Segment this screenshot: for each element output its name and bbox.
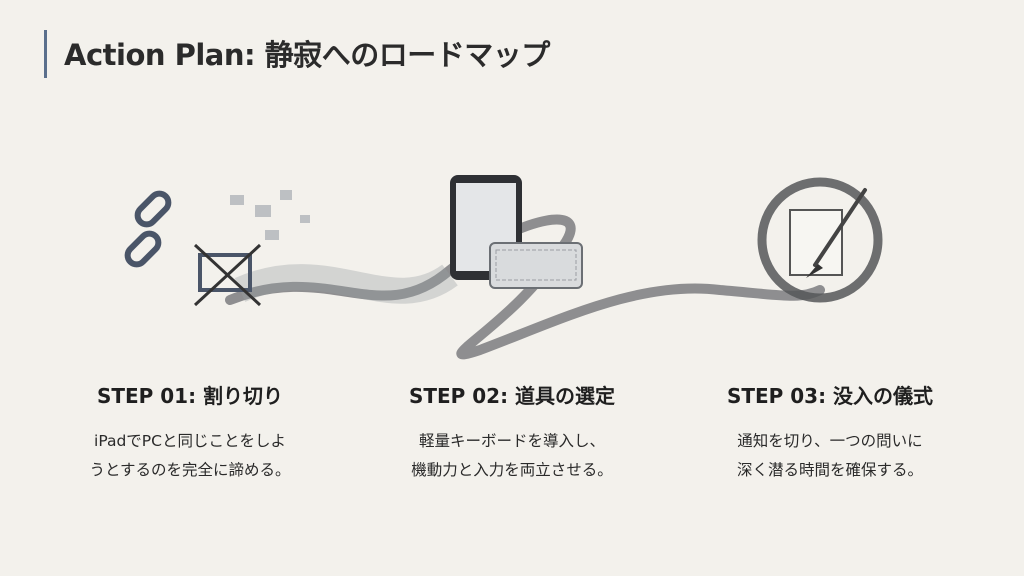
step-03: STEP 03: 没入の儀式 通知を切り、一つの問いに 深く潜る時間を確保する。 bbox=[680, 380, 980, 485]
roadmap-illustration bbox=[124, 175, 883, 360]
step-description-line: 軽量キーボードを導入し、 bbox=[418, 432, 605, 450]
step-description-line: うとするのを完全に諦める。 bbox=[89, 461, 291, 479]
title-accent-bar bbox=[44, 30, 47, 78]
brush-stroke-path bbox=[225, 177, 883, 360]
step-02: STEP 02: 道具の選定 軽量キーボードを導入し、 機動力と入力を両立させる… bbox=[362, 380, 662, 485]
step-heading: STEP 03: 没入の儀式 bbox=[726, 384, 934, 408]
broken-chain-icon bbox=[124, 190, 172, 268]
keyboard-icon bbox=[489, 242, 583, 289]
step-heading: STEP 01: 割り切り bbox=[96, 384, 284, 408]
step-description-line: iPadでPCと同じことをしよ bbox=[94, 432, 286, 450]
step-description-line: 深く潜る時間を確保する。 bbox=[736, 461, 923, 479]
paper-and-brush-icon bbox=[789, 188, 867, 278]
step-description-line: 機動力と入力を両立させる。 bbox=[411, 461, 613, 479]
step-heading: STEP 02: 道具の選定 bbox=[408, 384, 616, 408]
crossed-monitor-icon bbox=[193, 243, 262, 307]
page-title: Action Plan: 静寂へのロードマップ bbox=[64, 38, 550, 72]
step-01: STEP 01: 割り切り iPadでPCと同じことをしよ うとするのを完全に諦… bbox=[40, 380, 340, 485]
step-description-line: 通知を切り、一つの問いに bbox=[737, 432, 923, 450]
digital-squares bbox=[230, 190, 310, 240]
